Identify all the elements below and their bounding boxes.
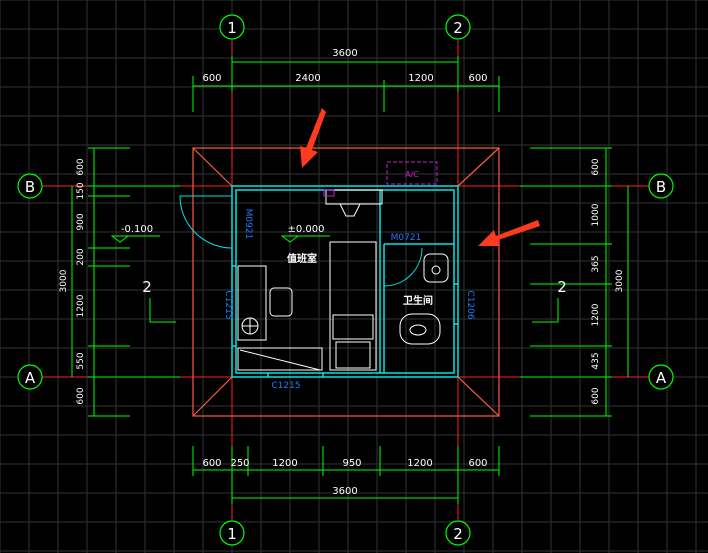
pointer-arrows bbox=[300, 108, 540, 246]
arrow-right-icon bbox=[478, 220, 540, 246]
dim-right-seg-1: 600 bbox=[591, 158, 601, 175]
bed bbox=[329, 241, 377, 371]
dimension-lines bbox=[71, 56, 629, 504]
dim-bot-seg-2: 250 bbox=[230, 458, 249, 469]
room-labels: -0.100 ±0.000 值班室 卫生间 M0921 M0721 C1215 … bbox=[121, 209, 567, 391]
axis-right-a: A bbox=[656, 369, 667, 387]
furniture bbox=[237, 189, 449, 371]
window-c1215-left-tag: C1215 bbox=[223, 290, 233, 319]
level-outside: -0.100 bbox=[121, 224, 153, 235]
dim-bot-seg-5: 1200 bbox=[407, 458, 432, 469]
axis-left-a: A bbox=[25, 369, 36, 387]
section-mark-right: 2 bbox=[557, 278, 567, 296]
ac-label: A/C bbox=[405, 170, 419, 179]
dim-right-seg-5: 435 bbox=[591, 352, 601, 369]
axis-bottom-2: 2 bbox=[453, 525, 463, 543]
dim-right-total: 3000 bbox=[615, 269, 625, 292]
dim-right-seg-3: 365 bbox=[591, 255, 601, 272]
door-swings bbox=[179, 195, 423, 287]
dim-left-seg-3: 900 bbox=[76, 213, 86, 230]
axis-top-1: 1 bbox=[227, 19, 237, 37]
dim-top-seg-2: 2400 bbox=[295, 73, 320, 84]
dim-bot-seg-1: 600 bbox=[202, 458, 221, 469]
dim-left-seg-1: 600 bbox=[76, 158, 86, 175]
dim-right-seg-4: 1200 bbox=[591, 303, 601, 326]
level-inside: ±0.000 bbox=[287, 224, 324, 235]
dim-top-seg-4: 600 bbox=[468, 73, 487, 84]
room-duty-label: 值班室 bbox=[287, 252, 317, 265]
axis-bubbles bbox=[17, 14, 674, 546]
dim-right-seg-2: 1000 bbox=[591, 203, 601, 226]
axis-top-2: 2 bbox=[453, 19, 463, 37]
dim-top-seg-1: 600 bbox=[202, 73, 221, 84]
arrow-top-icon bbox=[300, 108, 326, 168]
dim-top-total: 3600 bbox=[332, 48, 357, 59]
axis-left-b: B bbox=[25, 178, 35, 196]
chair bbox=[269, 287, 293, 317]
window-c1215-bottom-tag: C1215 bbox=[271, 381, 300, 391]
door-m0921-tag: M0921 bbox=[243, 209, 253, 240]
section-mark-left: 2 bbox=[142, 278, 152, 296]
squat-toilet bbox=[399, 313, 441, 345]
dim-left-seg-4: 200 bbox=[76, 248, 86, 265]
dimension-text: 3600 600 2400 1200 600 600 250 1200 950 … bbox=[59, 48, 625, 497]
dim-right-seg-6: 600 bbox=[591, 387, 601, 404]
dim-left-seg-2: 150 bbox=[76, 182, 86, 199]
axis-right-b: B bbox=[656, 178, 666, 196]
dim-top-seg-3: 1200 bbox=[408, 73, 433, 84]
room-wc-label: 卫生间 bbox=[403, 294, 433, 307]
desk bbox=[237, 265, 267, 341]
dim-bot-seg-6: 600 bbox=[468, 458, 487, 469]
roof-outline bbox=[192, 147, 500, 417]
window-c1206-tag: C1206 bbox=[465, 290, 475, 319]
dim-left-seg-7: 600 bbox=[76, 387, 86, 404]
ac-unit: A/C bbox=[323, 161, 438, 197]
door-m0721-tag: M0721 bbox=[391, 233, 422, 243]
washbasin bbox=[423, 253, 449, 283]
dim-left-total: 3000 bbox=[59, 269, 69, 292]
axis-bubble-labels: 1 2 1 2 B A B A bbox=[25, 19, 667, 543]
dim-left-seg-5: 1200 bbox=[76, 294, 86, 317]
dim-bot-total: 3600 bbox=[332, 486, 357, 497]
dim-left-seg-6: 550 bbox=[76, 352, 86, 369]
axis-bottom-1: 1 bbox=[227, 525, 237, 543]
dim-bot-seg-4: 950 bbox=[342, 458, 361, 469]
dim-bot-seg-3: 1200 bbox=[272, 458, 297, 469]
